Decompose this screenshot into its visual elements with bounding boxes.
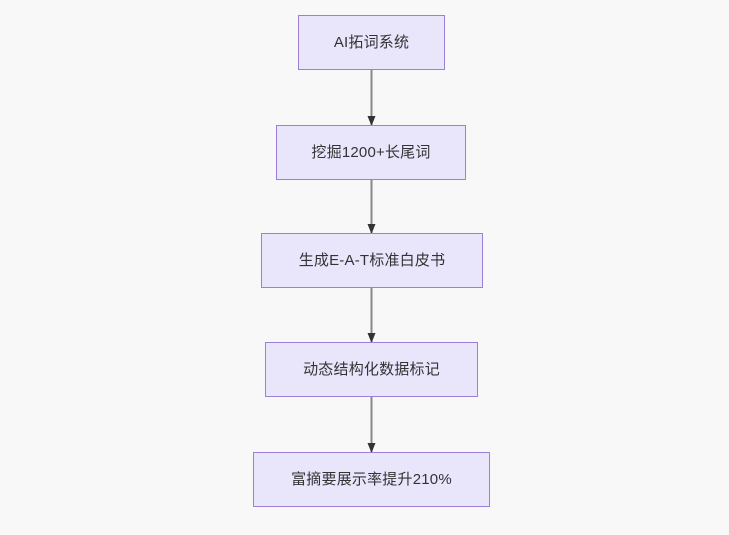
flowchart-node-label: 挖掘1200+长尾词 — [311, 143, 431, 161]
flowchart-node-label: 动态结构化数据标记 — [303, 360, 440, 378]
flowchart-node-label: AI拓词系统 — [333, 33, 410, 51]
flowchart-node[interactable]: 挖掘1200+长尾词 — [276, 125, 466, 180]
flowchart-node-label: 富摘要展示率提升210% — [291, 470, 452, 488]
flowchart-node[interactable]: 动态结构化数据标记 — [265, 342, 478, 397]
flowchart-node[interactable]: 生成E-A-T标准白皮书 — [261, 233, 483, 288]
flowchart-node[interactable]: AI拓词系统 — [298, 15, 445, 70]
flowchart-node[interactable]: 富摘要展示率提升210% — [253, 452, 490, 507]
flowchart-node-label: 生成E-A-T标准白皮书 — [298, 251, 446, 269]
